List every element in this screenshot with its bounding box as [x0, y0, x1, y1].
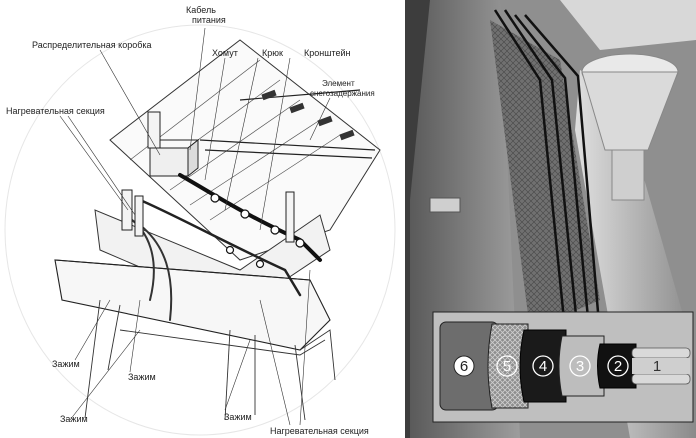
label-heating-section-top: Нагревательная секция: [6, 106, 105, 116]
power-riser: [147, 111, 161, 149]
label-power-cable-2: питания: [192, 15, 226, 25]
cable-layer-2: [597, 343, 637, 389]
layer-badge-2: 2: [607, 355, 629, 377]
brackets: [121, 189, 295, 243]
cable-layer-1: [631, 347, 691, 385]
gutter-lip: [54, 259, 311, 281]
roof-surface: [109, 39, 381, 261]
snow-guard-rails: [199, 89, 376, 159]
label-clip-left: Зажим: [52, 359, 80, 369]
label-power-cable-1: Кабель: [186, 5, 216, 15]
label-clamp-strap: Хомут: [212, 48, 238, 58]
leader-lines: [59, 27, 331, 426]
svg-text:3: 3: [576, 358, 584, 375]
photo-snow-guard: [429, 197, 461, 213]
svg-text:2: 2: [614, 358, 622, 375]
cable-layer-5: [487, 323, 529, 409]
label-clip-bottom-mid: Зажим: [224, 412, 252, 422]
label-clip-mid: Зажим: [128, 372, 156, 382]
junction-box: [148, 138, 200, 178]
drawing-vignette: [4, 24, 396, 436]
label-clip-bottom-left: Зажим: [60, 414, 88, 424]
cable-clips: [210, 193, 305, 269]
photo-downpipe-funnel: [581, 53, 679, 201]
label-fixing-element-1: Элемент: [322, 79, 355, 88]
cable-layer-4: [519, 329, 567, 403]
layer-badge-4: 4: [532, 355, 554, 377]
label-fixing-element-2: снегозадержания: [310, 89, 375, 98]
layer-badge-3: 3: [569, 355, 591, 377]
label-hook: Крюк: [262, 48, 283, 58]
svg-text:6: 6: [460, 358, 468, 375]
label-bracket: Кронштейн: [304, 48, 350, 58]
photo: 6 5 4 3 2 1: [405, 0, 696, 438]
technical-drawing: Кабель питания Распределительная коробка…: [4, 5, 396, 436]
cable-layer-3: [558, 335, 605, 397]
svg-text:5: 5: [503, 358, 511, 375]
label-heating-section-bottom: Нагревательная секция: [270, 426, 369, 436]
layer-badge-6: 6: [453, 355, 475, 377]
photo-cables: [493, 9, 600, 331]
svg-text:4: 4: [539, 358, 547, 375]
layer-badge-1: 1: [653, 358, 661, 375]
label-junction-box: Распределительная коробка: [32, 40, 152, 50]
cable-inset: 6 5 4 3 2 1: [432, 311, 694, 423]
layer-badge-5: 5: [496, 355, 518, 377]
rail-hatches: [261, 89, 355, 141]
svg-text:1: 1: [653, 358, 661, 375]
photo-gutter-mesh: [490, 20, 600, 330]
lower-trough: [119, 329, 326, 356]
photo-building-wall: [560, 0, 696, 50]
